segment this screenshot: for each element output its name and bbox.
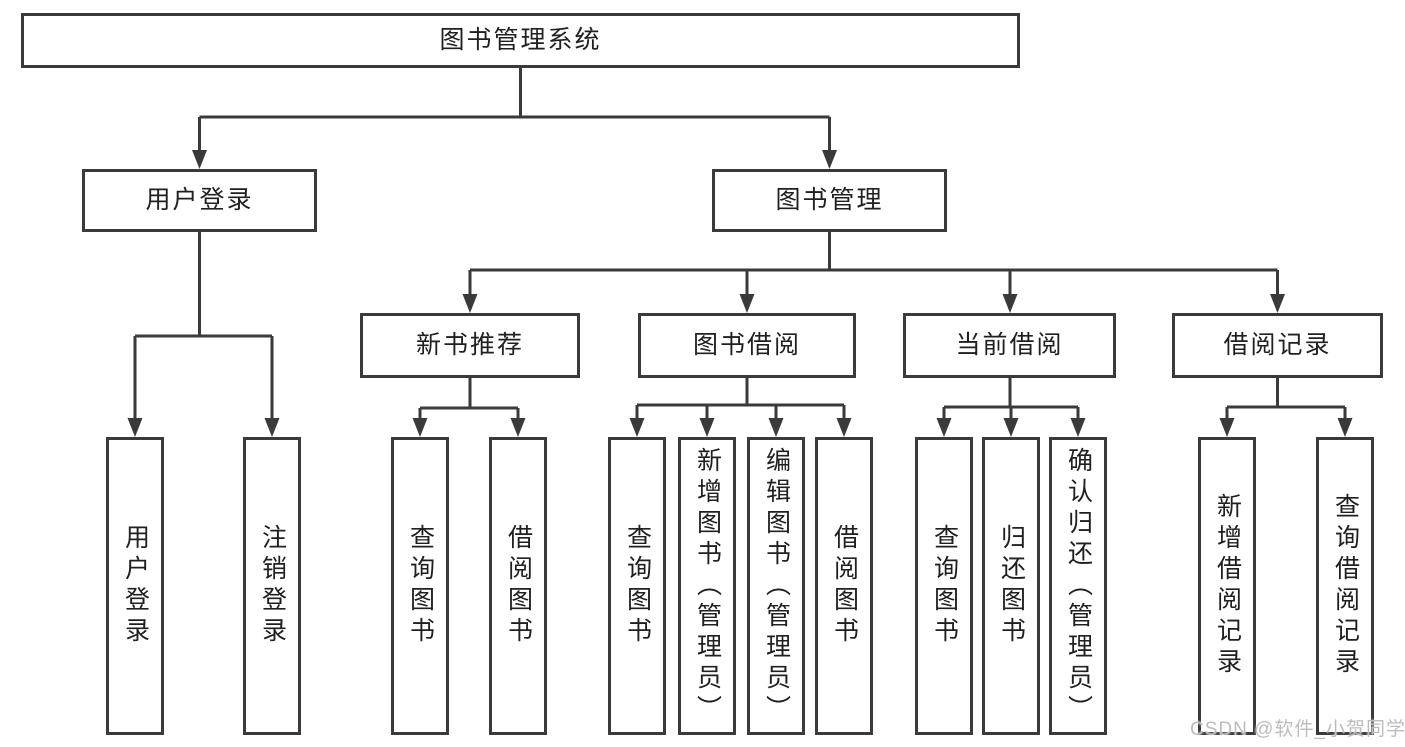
leaf-query-books-borrowing-label: 查询图书: [623, 524, 652, 648]
leaf-borrow-books-label: 借阅图书: [830, 524, 859, 648]
leaf-query-borrow-record: 查询借阅记录: [1316, 437, 1374, 735]
node-new-book-recommendation-label: 新书推荐: [415, 331, 524, 359]
leaf-query-books-recommend: 查询图书: [391, 437, 449, 735]
leaf-add-borrow-record-label: 新增借阅记录: [1213, 493, 1242, 679]
leaf-add-borrow-record: 新增借阅记录: [1198, 437, 1256, 735]
leaf-logout-login-label: 注销登录: [258, 524, 287, 648]
leaf-query-books-borrowing: 查询图书: [608, 437, 666, 735]
node-user-login: 用户登录: [82, 169, 317, 232]
leaf-logout-login: 注销登录: [243, 437, 301, 735]
leaf-borrow-books: 借阅图书: [815, 437, 873, 735]
node-new-book-recommendation: 新书推荐: [360, 313, 580, 378]
node-borrow-records-label: 借阅记录: [1223, 331, 1332, 359]
leaf-add-book-admin: 新增图书（管理员）: [678, 437, 736, 735]
leaf-borrow-books-recommend: 借阅图书: [489, 437, 547, 735]
leaf-user-login: 用户登录: [106, 437, 164, 735]
leaf-borrow-books-recommend-label: 借阅图书: [504, 524, 533, 648]
leaf-query-borrow-record-label: 查询借阅记录: [1331, 493, 1360, 679]
leaf-query-books-recommend-label: 查询图书: [406, 524, 435, 648]
node-book-borrowing: 图书借阅: [638, 313, 856, 378]
node-book-management-label: 图书管理: [775, 186, 884, 214]
leaf-query-books-current: 查询图书: [915, 437, 973, 735]
node-root: 图书管理系统: [21, 13, 1020, 68]
leaf-return-book: 归还图书: [982, 437, 1040, 735]
node-borrow-records: 借阅记录: [1172, 313, 1383, 378]
csdn-watermark: CSDN @软件_小贺同学: [1190, 719, 1405, 740]
node-user-login-label: 用户登录: [145, 186, 254, 214]
leaf-add-book-admin-label: 新增图书（管理员）: [693, 446, 722, 726]
leaf-return-book-label: 归还图书: [997, 524, 1026, 648]
node-book-borrowing-label: 图书借阅: [692, 331, 801, 359]
leaf-edit-book-admin-label: 编辑图书（管理员）: [762, 446, 791, 726]
leaf-query-books-current-label: 查询图书: [930, 524, 959, 648]
node-book-management: 图书管理: [712, 169, 947, 232]
node-current-borrowing-label: 当前借阅: [955, 331, 1064, 359]
leaf-confirm-return-admin-label: 确认归还（管理员）: [1064, 446, 1093, 726]
leaf-edit-book-admin: 编辑图书（管理员）: [747, 437, 805, 735]
node-current-borrowing: 当前借阅: [903, 313, 1116, 378]
leaf-confirm-return-admin: 确认归还（管理员）: [1049, 437, 1107, 735]
leaf-user-login-label: 用户登录: [121, 524, 150, 648]
node-root-label: 图书管理系统: [439, 26, 602, 54]
